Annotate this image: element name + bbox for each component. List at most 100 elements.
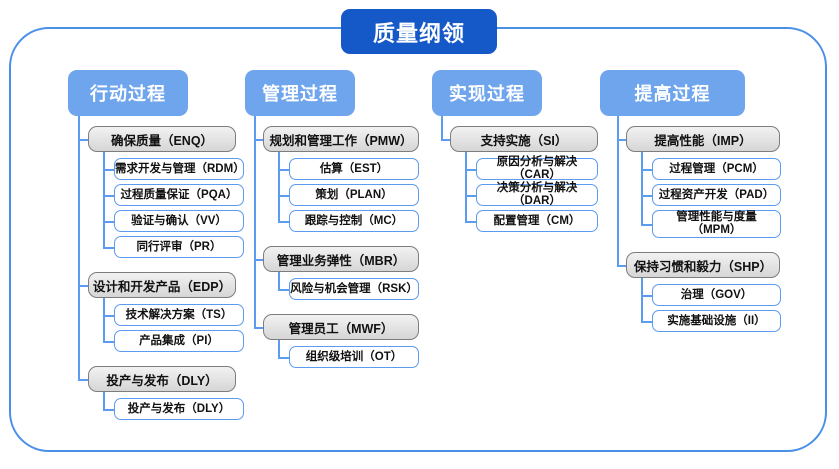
connector-h xyxy=(103,315,114,317)
leaf-box[interactable]: 跟踪与控制（MC） xyxy=(289,210,419,232)
connector-v xyxy=(103,298,105,341)
leaf-box[interactable]: 风险与机会管理（RSK） xyxy=(289,278,419,300)
node-label-line: 管理性能与度量 xyxy=(676,211,757,223)
leaf-box[interactable]: 同行评审（PR） xyxy=(114,236,244,258)
connector-h xyxy=(278,221,289,223)
group-box[interactable]: 规划和管理工作（PMW） xyxy=(263,126,419,152)
connector-v xyxy=(103,392,105,409)
leaf-box[interactable]: 验证与确认（VV） xyxy=(114,210,244,232)
connector-v xyxy=(641,278,643,321)
node-label: 过程管理（PCM） xyxy=(669,162,764,175)
node-label: 决策分析与解决（DAR） xyxy=(496,182,578,207)
node-label: 实施基础设施（II） xyxy=(667,314,766,327)
connector-v xyxy=(254,116,256,327)
root-title-label: 质量纲领 xyxy=(372,20,465,46)
group-box[interactable]: 支持实施（SI） xyxy=(450,126,598,152)
group-box-label: 管理员工（MWF） xyxy=(288,321,394,336)
connector-h xyxy=(78,139,88,141)
column-header-3[interactable]: 实现过程 xyxy=(432,70,542,116)
connector-h xyxy=(617,265,626,267)
connector-h xyxy=(103,221,114,223)
group-box[interactable]: 管理业务弹性（MBR） xyxy=(263,246,419,272)
connector-h xyxy=(103,195,114,197)
node-label: 估算（EST） xyxy=(319,162,389,175)
connector-h xyxy=(103,341,114,343)
leaf-box[interactable]: 治理（GOV） xyxy=(652,284,781,306)
leaf-box[interactable]: 估算（EST） xyxy=(289,158,419,180)
leaf-box[interactable]: 投产与发布（DLY） xyxy=(114,398,244,420)
leaf-box[interactable]: 策划（PLAN） xyxy=(289,184,419,206)
node-label: 组织级培训（OT） xyxy=(305,350,403,363)
column-header-label: 管理过程 xyxy=(262,84,338,104)
group-box[interactable]: 投产与发布（DLY） xyxy=(88,366,236,392)
node-label: 配置管理（CM） xyxy=(493,214,581,227)
group-box-label: 支持实施（SI） xyxy=(480,133,568,148)
group-box-label: 确保质量（ENQ） xyxy=(110,133,214,148)
connector-h xyxy=(641,321,652,323)
node-label: 治理（GOV） xyxy=(680,288,753,301)
leaf-box[interactable]: 技术解决方案（TS） xyxy=(114,304,244,326)
connector-h xyxy=(103,409,114,411)
connector-v xyxy=(78,116,80,379)
connector-v xyxy=(103,152,105,247)
connector-h xyxy=(278,357,289,359)
leaf-box[interactable]: 配置管理（CM） xyxy=(476,210,598,232)
node-label: 策划（PLAN） xyxy=(315,188,393,201)
node-label: 原因分析与解决（CAR） xyxy=(496,156,578,181)
group-box-label: 管理业务弹性（MBR） xyxy=(276,253,406,268)
connector-h xyxy=(465,169,476,171)
connector-h xyxy=(103,169,114,171)
leaf-box[interactable]: 组织级培训（OT） xyxy=(289,346,419,368)
connector-h xyxy=(465,221,476,223)
column-header-1[interactable]: 行动过程 xyxy=(68,70,188,116)
connector-h xyxy=(641,195,652,197)
connector-h xyxy=(278,195,289,197)
connector-h xyxy=(641,295,652,297)
connector-h xyxy=(617,139,626,141)
connector-h xyxy=(254,139,263,141)
group-box[interactable]: 设计和开发产品（EDP） xyxy=(88,272,236,298)
node-label: 过程资产开发（PAD） xyxy=(658,188,775,201)
connector-v xyxy=(465,152,467,221)
group-box[interactable]: 保持习惯和毅力（SHP） xyxy=(626,252,780,278)
connector-h xyxy=(441,139,450,141)
connector-v xyxy=(278,152,280,221)
leaf-box[interactable]: 过程资产开发（PAD） xyxy=(652,184,781,206)
connector-v xyxy=(641,152,643,224)
node-label: 同行评审（PR） xyxy=(136,240,222,253)
column-header-label: 行动过程 xyxy=(90,84,166,104)
leaf-box[interactable]: 原因分析与解决（CAR） xyxy=(476,156,598,181)
leaf-box[interactable]: 实施基础设施（II） xyxy=(652,310,781,332)
connector-h xyxy=(254,327,263,329)
leaf-box[interactable]: 产品集成（PI） xyxy=(114,330,244,352)
connector-h xyxy=(78,379,88,381)
group-box[interactable]: 确保质量（ENQ） xyxy=(88,126,236,152)
node-label: 跟踪与控制（MC） xyxy=(304,214,404,227)
node-label: 技术解决方案（TS） xyxy=(125,308,233,321)
node-label: 验证与确认（VV） xyxy=(131,214,227,227)
connector-h xyxy=(103,247,114,249)
leaf-box[interactable]: 决策分析与解决（DAR） xyxy=(476,182,598,207)
group-box-label: 投产与发布（DLY） xyxy=(106,373,218,388)
connector-h xyxy=(278,289,289,291)
column-header-label: 提高过程 xyxy=(634,84,711,104)
root-title-box: 质量纲领 xyxy=(341,9,497,54)
connector-h xyxy=(641,224,652,226)
leaf-box[interactable]: 需求开发与管理（RDM） xyxy=(114,158,245,180)
group-box[interactable]: 提高性能（IMP） xyxy=(626,126,780,152)
group-box[interactable]: 管理员工（MWF） xyxy=(263,314,419,340)
connector-h xyxy=(278,169,289,171)
column-header-4[interactable]: 提高过程 xyxy=(600,70,745,116)
leaf-box[interactable]: 管理性能与度量（MPM） xyxy=(652,210,781,238)
connector-h xyxy=(78,285,88,287)
leaf-box[interactable]: 过程质量保证（PQA） xyxy=(114,184,244,206)
connector-v xyxy=(278,272,280,289)
node-label: 产品集成（PI） xyxy=(139,334,219,347)
leaf-box[interactable]: 过程管理（PCM） xyxy=(652,158,781,180)
column-header-2[interactable]: 管理过程 xyxy=(245,70,355,116)
node-label-line: （MPM） xyxy=(691,224,742,236)
node-label: 投产与发布（DLY） xyxy=(127,402,231,415)
group-box-label: 规划和管理工作（PMW） xyxy=(269,133,413,148)
connector-h xyxy=(641,169,652,171)
